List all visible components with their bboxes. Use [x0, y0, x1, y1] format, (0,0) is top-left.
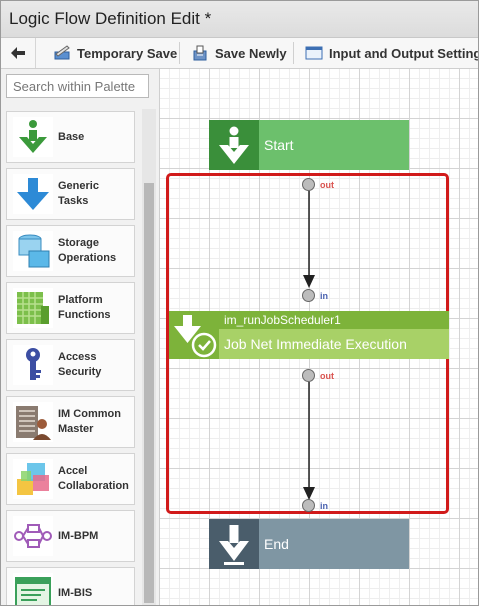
palette-item-label: Base	[58, 130, 85, 143]
palette-item-im-bpm[interactable]: IM-BPM	[6, 510, 135, 562]
palette-search-input[interactable]	[6, 74, 149, 98]
palette-item-platform-functions[interactable]: Platform Functions	[6, 282, 135, 334]
palette-scroll-thumb[interactable]	[144, 183, 154, 603]
task-in-port[interactable]	[302, 289, 315, 302]
start-arrow-icon	[219, 126, 249, 164]
task-out-port[interactable]	[302, 369, 315, 382]
end-in-port-label: in	[320, 501, 328, 511]
arrow-left-icon	[11, 47, 25, 59]
palette-panel: Base Generic Tasks Storage Operations	[1, 69, 160, 605]
start-node-label: Start	[264, 137, 294, 153]
temporary-save-button[interactable]: Temporary Save	[53, 38, 177, 68]
task-in-port-label: in	[320, 291, 328, 301]
palette-item-generic-tasks[interactable]: Generic Tasks	[6, 168, 135, 220]
end-node-icon-box	[209, 519, 259, 569]
window-title: Logic Flow Definition Edit *	[9, 9, 212, 28]
process-flow-icon	[13, 516, 53, 556]
palette-item-label: Platform Functions	[58, 294, 111, 321]
input-output-settings-label: Input and Output Settings	[329, 45, 479, 61]
toolbar: Temporary Save Save Newly Input and Outp…	[1, 38, 478, 69]
base-down-arrow-icon	[13, 117, 53, 157]
back-button[interactable]	[1, 38, 36, 68]
task-node-icon-box	[169, 311, 219, 359]
title-bar: Logic Flow Definition Edit *	[1, 1, 478, 38]
connector-layer	[303, 191, 315, 500]
task-node-header: im_runJobScheduler1	[219, 311, 449, 329]
temporary-save-label: Temporary Save	[77, 45, 178, 61]
start-out-port-label: out	[320, 180, 334, 190]
save-newly-label: Save Newly	[215, 45, 287, 61]
end-node-label: End	[264, 536, 289, 552]
task-node-body: Job Net Immediate Execution	[219, 329, 449, 359]
key-icon	[13, 345, 53, 385]
palette-scrollbar[interactable]	[142, 109, 156, 605]
palette-item-label: Storage Operations	[58, 237, 117, 264]
palette-item-label: Generic Tasks	[58, 180, 99, 207]
task-node-name: Job Net Immediate Execution	[224, 336, 407, 352]
task-out-port-label: out	[320, 371, 334, 381]
palette-item-label: IM-BIS	[58, 586, 93, 599]
end-node[interactable]: End	[209, 519, 409, 569]
colored-squares-icon	[13, 459, 53, 499]
storage-icon	[13, 231, 53, 271]
palette-item-base[interactable]: Base	[6, 111, 135, 163]
building-user-icon	[13, 402, 53, 442]
palette-item-access-security[interactable]: Access Security	[6, 339, 135, 391]
start-out-port[interactable]	[302, 178, 315, 191]
end-node-body: End	[259, 519, 409, 569]
palette-item-storage-operations[interactable]: Storage Operations	[6, 225, 135, 277]
palette-item-label: IM-BPM	[58, 529, 99, 542]
save-newly-button[interactable]: Save Newly	[191, 38, 287, 68]
blue-down-arrow-icon	[13, 174, 53, 214]
temporary-save-icon	[54, 45, 70, 60]
end-arrow-icon	[219, 525, 249, 565]
toolbar-separator	[293, 42, 294, 64]
palette-item-accel-collaboration[interactable]: Accel Collaboration	[6, 453, 135, 505]
flow-canvas[interactable]: Start out in im_runJobScheduler1	[160, 69, 478, 605]
job-scheduler-icon	[174, 315, 217, 358]
task-node-id: im_runJobScheduler1	[224, 313, 341, 327]
save-newly-icon	[193, 45, 207, 61]
grid-icon	[13, 288, 53, 328]
end-in-port[interactable]	[302, 499, 315, 512]
connector-arrowhead	[303, 487, 315, 500]
start-node-body: Start	[259, 120, 409, 170]
palette-item-label: Accel Collaboration	[58, 465, 129, 492]
palette-item-label: Access Security	[58, 351, 102, 378]
start-node-icon-box	[209, 120, 259, 170]
toolbar-separator	[179, 42, 180, 64]
palette-item-im-bis[interactable]: IM-BIS	[6, 567, 135, 605]
connector-arrowhead	[303, 275, 315, 288]
palette-item-label: IM Common Master	[58, 408, 121, 435]
input-output-settings-button[interactable]: Input and Output Settings	[305, 38, 479, 68]
task-node[interactable]: im_runJobScheduler1 Job Net Immediate Ex…	[169, 311, 449, 359]
window-icon	[13, 573, 53, 605]
palette-item-im-common-master[interactable]: IM Common Master	[6, 396, 135, 448]
settings-window-icon	[305, 46, 323, 60]
start-node[interactable]: Start	[209, 120, 409, 170]
